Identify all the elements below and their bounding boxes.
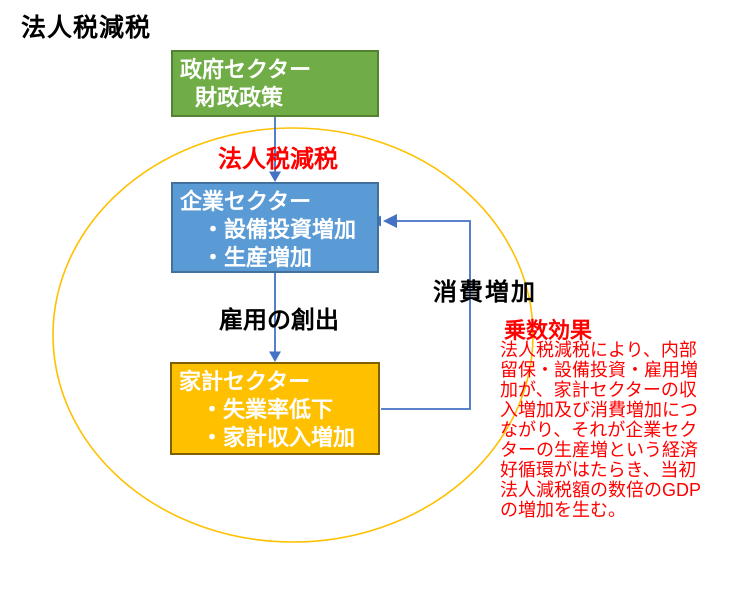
consumption-increase-label: 消費増加 bbox=[433, 279, 537, 306]
multiplier-effect-body: 法人税減税により、内部 留保・設備投資・雇用増 加が、家計セクターの収 入増加及… bbox=[500, 340, 702, 520]
feedback-loop-head bbox=[383, 214, 397, 228]
feedback-loop-line bbox=[381, 220, 471, 410]
corporate-sector-box: 企業セクター ・設備投資増加 ・生産増加 bbox=[171, 182, 379, 273]
multiplier-effect-heading: 乗数効果 bbox=[504, 318, 593, 343]
page-title: 法人税減税 bbox=[21, 14, 152, 42]
household-sector-box: 家計セクター ・失業率低下 ・家計収入増加 bbox=[170, 362, 380, 455]
household-box-line3: ・家計収入増加 bbox=[201, 425, 356, 450]
economic-cycle-ellipse bbox=[52, 127, 534, 543]
employment-creation-label: 雇用の創出 bbox=[219, 307, 339, 334]
arrow-government-to-corporate-head bbox=[269, 171, 281, 182]
corporate-box-line2: ・設備投資増加 bbox=[202, 217, 357, 242]
arrow-corporate-to-household-head bbox=[269, 351, 281, 362]
government-box-line2: 財政政策 bbox=[195, 85, 284, 110]
household-box-line2: ・失業率低下 bbox=[201, 397, 334, 422]
household-box-line1: 家計セクター bbox=[179, 369, 311, 394]
tax-cut-label: 法人税減税 bbox=[218, 146, 338, 173]
corporate-box-line1: 企業セクター bbox=[180, 189, 312, 214]
government-sector-box: 政府セクター 財政政策 bbox=[171, 50, 379, 117]
corporate-box-line3: ・生産増加 bbox=[202, 245, 313, 270]
government-box-line1: 政府セクター bbox=[180, 57, 312, 82]
